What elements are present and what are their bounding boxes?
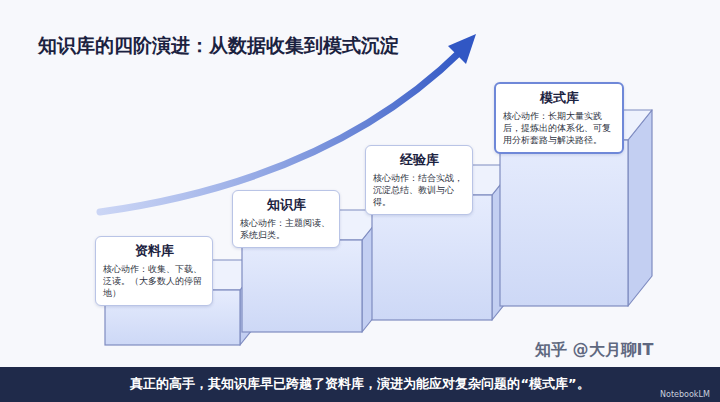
stage-description: 核心动作：收集、下载、泛读。（大多数人的停留地） <box>103 263 205 299</box>
caption: 真正的高手，其知识库早已跨越了资料库，演进为能应对复杂问题的“模式库”。 <box>0 375 720 393</box>
stage-heading: 模式库 <box>503 89 615 107</box>
stage-heading: 资料库 <box>103 242 205 260</box>
stage-card: 知识库核心动作：主题阅读、系统归类。 <box>232 190 340 248</box>
stage-card: 经验库核心动作：结合实战，沉淀总结、教训与心得。 <box>365 145 473 215</box>
stair-blocks <box>105 110 652 345</box>
caption-band <box>0 367 720 402</box>
stage-heading: 知识库 <box>240 196 332 214</box>
growth-arrow <box>100 34 476 212</box>
watermark: 知乎 @大月聊IT <box>535 340 653 361</box>
stair-block <box>372 165 516 320</box>
title: 知识库的四阶演进：从数据收集到模式沉淀 <box>38 33 399 59</box>
stair-block <box>500 110 652 306</box>
brand-label: NotebookLM <box>660 390 710 399</box>
stage-card: 模式库核心动作：长期大量实践后，提炼出的体系化、可复用分析套路与解决路径。 <box>494 82 624 154</box>
stage-description: 核心动作：长期大量实践后，提炼出的体系化、可复用分析套路与解决路径。 <box>503 110 615 146</box>
stage-description: 核心动作：主题阅读、系统归类。 <box>240 217 332 241</box>
stage-description: 核心动作：结合实战，沉淀总结、教训与心得。 <box>373 172 465 208</box>
stage-heading: 经验库 <box>373 151 465 169</box>
stage-card: 资料库核心动作：收集、下载、泛读。（大多数人的停留地） <box>95 236 213 306</box>
